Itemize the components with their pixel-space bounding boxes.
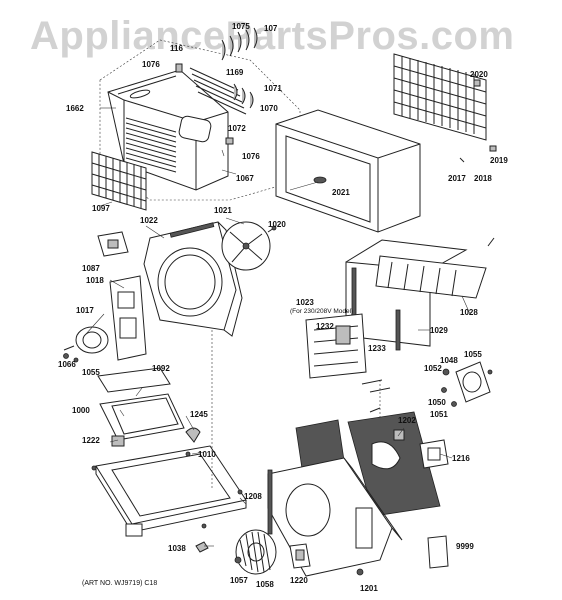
label-1222: 1222 <box>82 436 100 445</box>
label-1097: 1097 <box>92 204 110 213</box>
label-1023-note: (For 230/208V Model) <box>290 308 354 315</box>
compressor-parts <box>369 361 493 413</box>
label-2017: 2017 <box>448 174 466 183</box>
label-1021: 1021 <box>214 206 232 215</box>
label-1058: 1058 <box>256 580 274 589</box>
label-1010: 1010 <box>198 450 216 459</box>
label-2020: 2020 <box>470 70 488 79</box>
label-1000: 1000 <box>72 406 90 415</box>
label-1076b: 1076 <box>242 152 260 161</box>
label-1050: 1050 <box>428 398 446 407</box>
art-number-caption: (ART NO. WJ9719) C18 <box>82 580 158 587</box>
label-1017: 1017 <box>76 306 94 315</box>
label-1092: 1092 <box>152 364 170 373</box>
label-1052: 1052 <box>424 364 442 373</box>
label-1075: 1075 <box>232 22 250 31</box>
label-2021: 2021 <box>332 188 350 197</box>
cabinet-2021 <box>275 109 421 233</box>
label-1245: 1245 <box>190 410 208 419</box>
motor-assembly <box>63 231 147 363</box>
label-1169a: 116 <box>170 44 183 53</box>
rear-grille-2020 <box>393 53 497 163</box>
label-1201: 1201 <box>360 584 378 593</box>
label-1233: 1233 <box>368 344 386 353</box>
label-1020: 1020 <box>268 220 286 229</box>
label-1087: 1087 <box>82 264 100 273</box>
label-1066: 1066 <box>58 360 76 369</box>
fan-shroud-1022 <box>143 221 243 337</box>
control-board-1232 <box>305 313 391 393</box>
label-1055b: 1055 <box>464 350 482 359</box>
label-1022: 1022 <box>140 216 158 225</box>
louvers <box>175 27 258 115</box>
blower-wheel-1058 <box>234 529 277 575</box>
label-1232: 1232 <box>316 322 334 331</box>
label-1067: 1067 <box>236 174 254 183</box>
condenser-coil <box>347 411 449 517</box>
drain-pan-1220 <box>289 543 311 569</box>
label-2019: 2019 <box>490 156 508 165</box>
watermark: AppliancePartsPros.com <box>30 14 515 58</box>
front-filter-1097 <box>91 151 147 211</box>
label-1071: 1071 <box>264 84 282 93</box>
label-1072: 1072 <box>228 124 246 133</box>
label-1074: 107 <box>264 24 278 33</box>
label-1169b: 1169 <box>226 68 244 77</box>
label-1662: 1662 <box>66 104 84 113</box>
label-1202: 1202 <box>398 416 416 425</box>
control-housing <box>345 237 495 351</box>
label-1051: 1051 <box>430 410 448 419</box>
label-1216: 1216 <box>452 454 470 463</box>
front-grille-1662 <box>107 69 234 191</box>
label-1055a: 1055 <box>82 368 100 377</box>
label-1023: 1023 <box>296 298 314 307</box>
label-1018: 1018 <box>86 276 104 285</box>
label-9999: 9999 <box>456 542 474 551</box>
label-1076a: 1076 <box>142 60 160 69</box>
label-1057: 1057 <box>230 576 248 585</box>
label-1038: 1038 <box>168 544 186 553</box>
label-1220: 1220 <box>290 576 308 585</box>
fan-blade-1021 <box>221 221 275 271</box>
base-pan <box>91 367 247 553</box>
label-1208: 1208 <box>244 492 262 501</box>
label-1029: 1029 <box>430 326 448 335</box>
label-1048: 1048 <box>440 356 458 365</box>
label-1028: 1028 <box>460 308 478 317</box>
label-2018: 2018 <box>474 174 492 183</box>
manual-9999 <box>427 535 449 569</box>
label-1070: 1070 <box>260 104 278 113</box>
